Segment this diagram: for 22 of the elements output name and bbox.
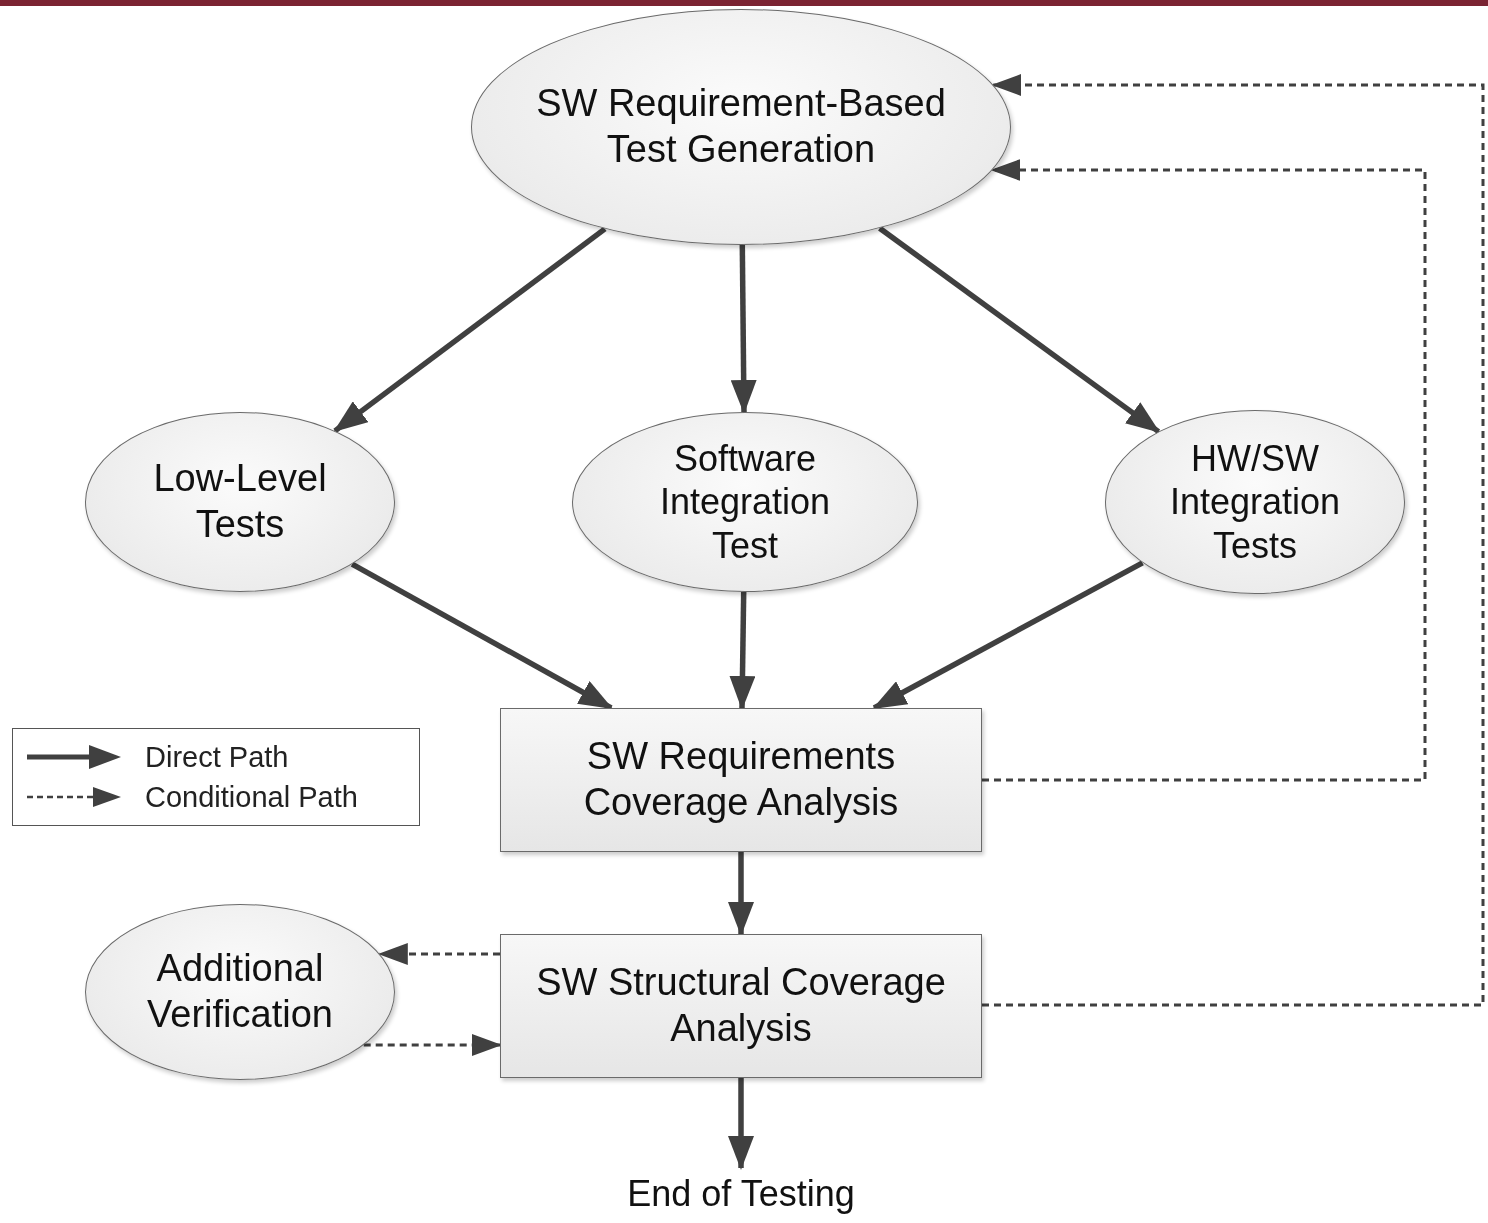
arrow [729,591,756,710]
legend-label: Direct Path [145,740,289,774]
node-label: HW/SW Integration Tests [1168,437,1342,567]
end-label: End of Testing [627,1172,855,1216]
arrow [377,943,500,965]
arrow [730,244,757,414]
process-box [500,708,982,852]
arrow [363,1034,502,1056]
node-label: SW Structural Coverage Analysis [535,960,947,1051]
arrow [333,226,607,434]
legend-label: Conditional Path [145,780,358,814]
arrow [728,1078,754,1170]
node-label: Additional Verification [146,946,334,1037]
node-label: SW Requirement-Based Test Generation [535,81,947,172]
node-label: Low-Level Tests [152,456,328,547]
arrow [982,74,1485,1007]
arrow [878,225,1161,434]
node-label: Software Integration Test [658,437,832,567]
arrow [982,159,1427,782]
arrow [728,852,754,936]
process-box [500,934,982,1078]
node-label: SW Requirements Coverage Analysis [582,734,900,825]
